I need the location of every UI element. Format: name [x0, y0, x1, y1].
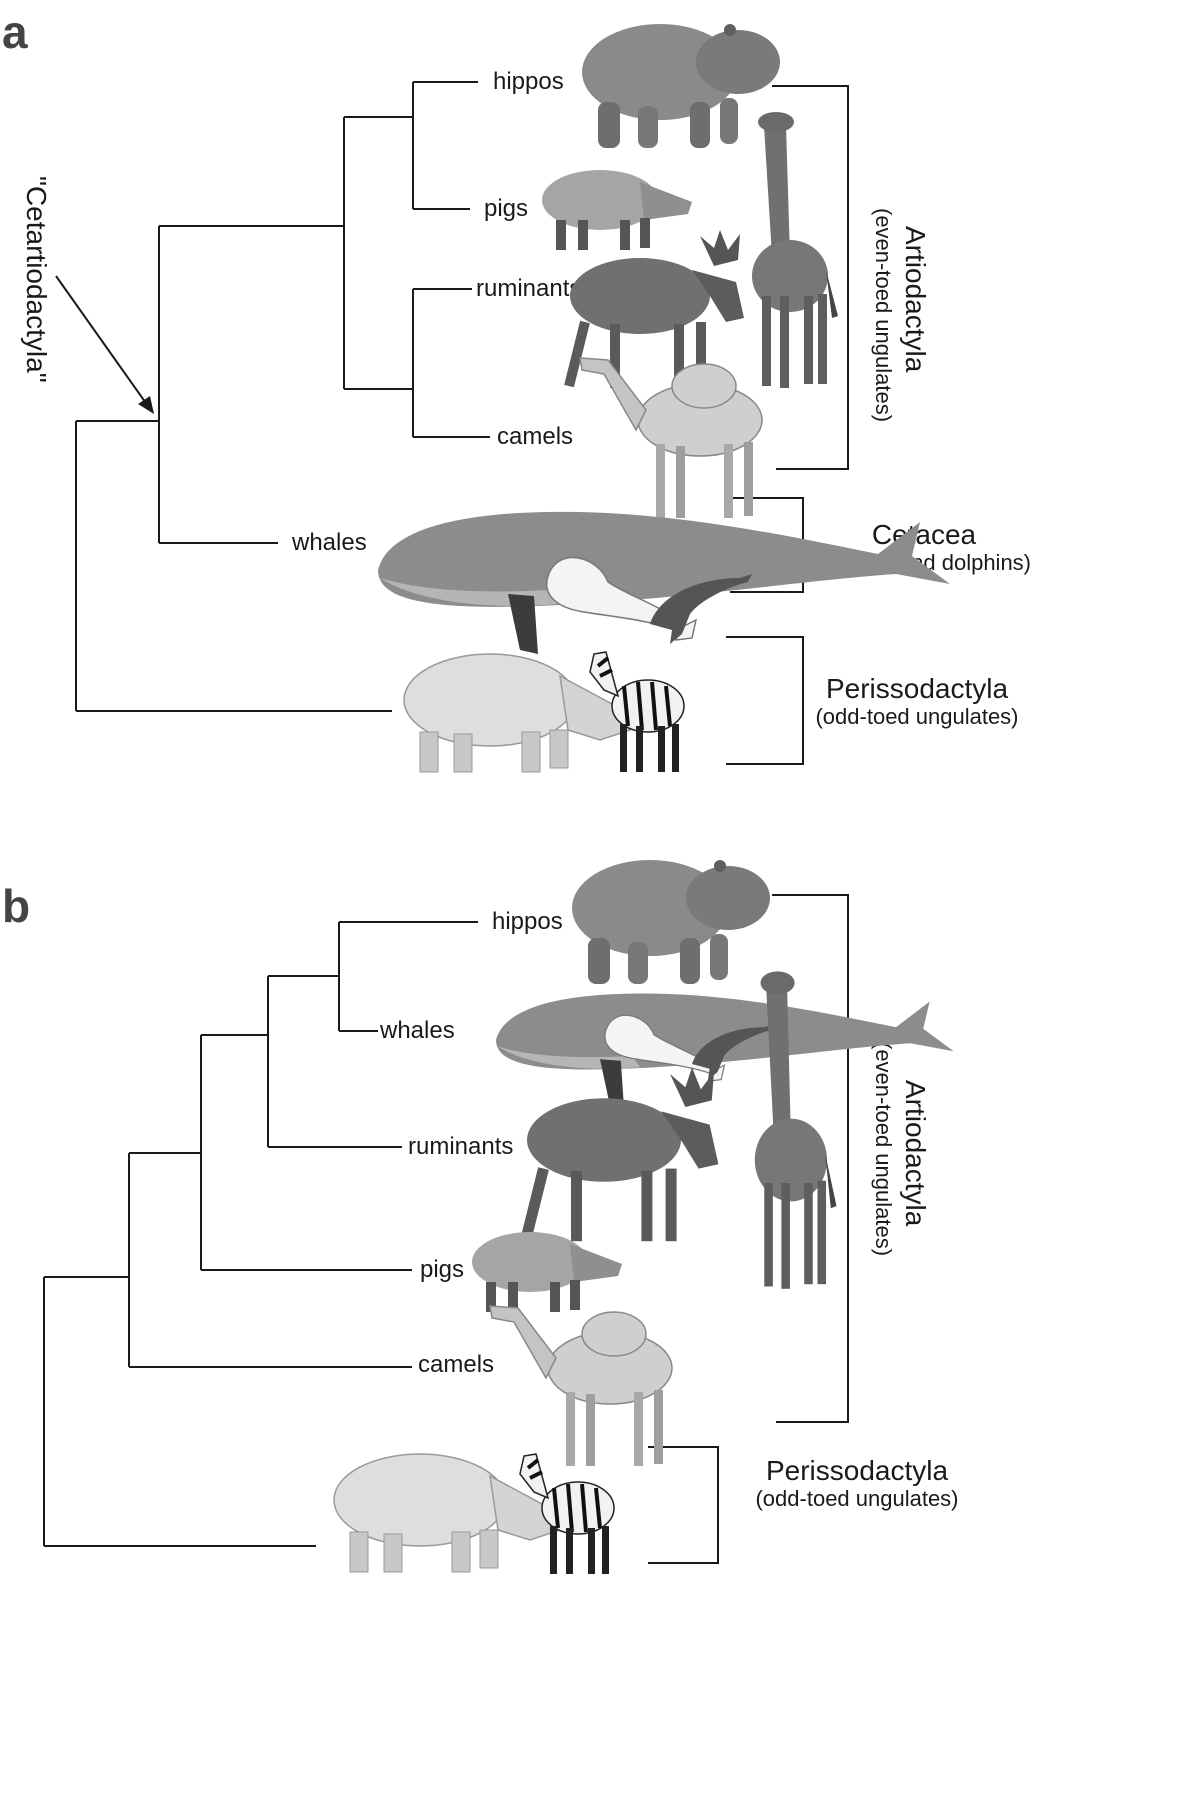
group-artiodactyla-sub-a: (even-toed ungulates)	[871, 208, 896, 422]
panel-a-letter: a	[2, 6, 28, 58]
bracket-perissodactyla-a	[726, 636, 804, 765]
group-perissodactyla-b: Perissodactyla	[766, 1455, 949, 1486]
hippo-illustration-b	[572, 860, 770, 984]
taxon-camels-b: camels	[418, 1351, 494, 1378]
bracket-artiodactyla-b	[772, 894, 849, 1423]
branch-artiodactyla-core	[343, 116, 413, 390]
taxon-ruminants-b: ruminants	[408, 1133, 513, 1160]
branch-root-b	[43, 1276, 316, 1547]
group-artiodactyla-b: Artiodactyla	[900, 1080, 931, 1227]
taxon-hippos-b: hippos	[492, 908, 563, 935]
branch-ruminants-camels	[412, 288, 490, 438]
taxon-pigs: pigs	[484, 195, 528, 222]
group-perissodactyla-a: Perissodactyla	[826, 673, 1009, 704]
panel-a: a hippos pigs ruminants camels whales "C…	[2, 6, 1031, 774]
group-artiodactyla-sub-b: (even-toed ungulates)	[871, 1042, 896, 1256]
group-artiodactyla-a: Artiodactyla	[900, 226, 931, 373]
taxon-whales: whales	[291, 529, 367, 556]
panel-a-tree	[55, 81, 490, 712]
giraffe-illustration	[752, 112, 838, 388]
whale-illustration	[378, 511, 950, 654]
branch-root-a	[75, 420, 392, 712]
camel-illustration-b	[489, 1305, 673, 1467]
taxon-ruminants: ruminants	[476, 275, 581, 302]
pig-illustration-b	[472, 1232, 622, 1312]
arrow-head-icon	[138, 396, 154, 414]
hippo-illustration	[582, 24, 780, 148]
group-perissodactyla-sub-a: (odd-toed ungulates)	[815, 704, 1018, 729]
cetartiodactyla-label: "Cetartiodactyla"	[21, 176, 52, 383]
panel-b-tree	[43, 921, 478, 1547]
pig-illustration	[542, 170, 692, 250]
panel-b-letter: b	[2, 880, 30, 932]
bracket-perissodactyla-b	[648, 1446, 719, 1564]
branch-pigs	[200, 1034, 412, 1271]
branch-hippos-pigs	[412, 81, 478, 210]
taxon-whales-b: whales	[379, 1017, 455, 1044]
group-perissodactyla-sub-b: (odd-toed ungulates)	[755, 1486, 958, 1511]
branch-cetartiodactyla	[158, 225, 344, 544]
taxon-pigs-b: pigs	[420, 1256, 464, 1283]
panel-b: b hippos whales ruminants pigs camels Ar…	[2, 860, 959, 1576]
branch-hippos-whales	[338, 921, 478, 1032]
branch-ruminants	[267, 975, 402, 1148]
bracket-artiodactyla-a	[772, 85, 849, 470]
taxon-hippos: hippos	[493, 68, 564, 95]
camel-illustration	[579, 357, 763, 519]
group-cetacea-a: Cetacea	[872, 519, 977, 550]
taxon-camels: camels	[497, 423, 573, 450]
branch-camels	[128, 1152, 412, 1368]
annotation-arrow	[55, 275, 149, 407]
